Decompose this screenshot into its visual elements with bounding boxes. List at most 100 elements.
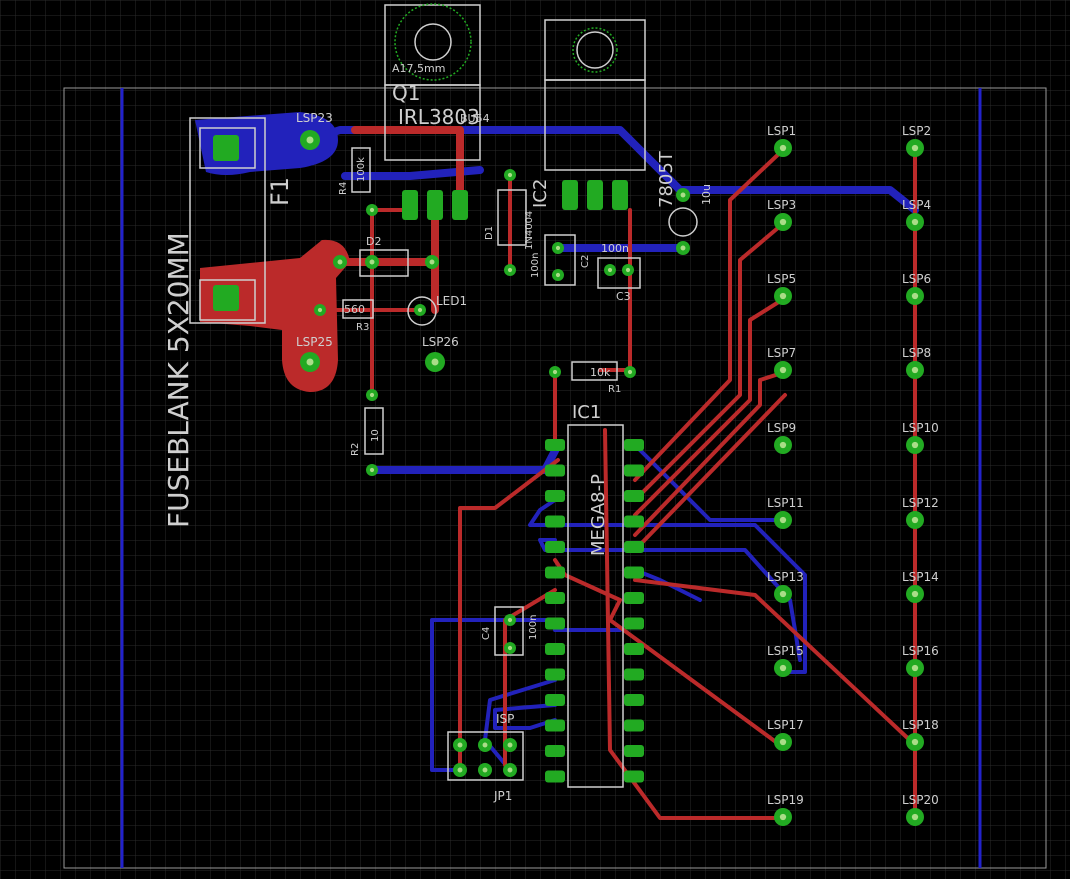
- ic1-pin-left: [545, 439, 565, 451]
- lsp-pad-right-hole: [911, 738, 919, 746]
- c3-label: C3: [616, 290, 631, 303]
- d1-value-label: 1N4004: [524, 211, 535, 250]
- ic2-value-label: 7805T: [656, 150, 677, 208]
- component-pad-hole: [607, 267, 613, 273]
- q1-hole-label: A17,5mm: [392, 62, 445, 75]
- q1-hole-ring: [394, 3, 472, 81]
- component-pad-hole: [369, 259, 375, 265]
- lsp-label-left: LSP7: [767, 346, 796, 360]
- fuse-clip-pad: [213, 135, 239, 161]
- ic1-pin-left: [545, 770, 565, 783]
- d2-label: D2: [366, 235, 381, 248]
- component-pad-hole: [555, 272, 561, 278]
- lsp-label-left: LSP5: [767, 272, 796, 286]
- lsp-label-left: LSP9: [767, 421, 796, 435]
- jp1-label: JP1: [493, 789, 512, 803]
- lsp-label-left: LSP15: [767, 644, 804, 658]
- q1-lead-pad: [402, 190, 418, 220]
- ic1-pin-right: [624, 439, 644, 451]
- q1-label: Q1: [392, 81, 420, 105]
- lsp-label-right: LSP18: [902, 718, 939, 732]
- r3-value-label: 560: [344, 303, 365, 316]
- ic1-pin-left: [545, 464, 565, 477]
- component-pad-hole: [337, 259, 343, 265]
- r4-value-label: 100k: [356, 157, 367, 182]
- lsp26-label: LSP26: [422, 335, 459, 349]
- lsp-pad-left-hole: [779, 292, 787, 300]
- component-pad-hole: [680, 192, 686, 198]
- ic1-pin-left: [545, 490, 565, 502]
- ic1-pin-right: [624, 770, 644, 783]
- component-pad-hole: [482, 742, 488, 748]
- component-pad-hole: [507, 645, 513, 651]
- lsp-label-right: LSP4: [902, 198, 931, 212]
- ic2-lead-pad: [587, 180, 603, 210]
- ic1-pin-right: [624, 464, 644, 477]
- lsp-pad-right-hole: [911, 441, 919, 449]
- c1-value-label: 10u: [700, 184, 713, 205]
- ic1-pin-right: [624, 745, 644, 757]
- top-signal-traces: [318, 146, 917, 822]
- lsp-pad-left-hole: [779, 813, 787, 821]
- q1-pin-label: BU54: [460, 112, 490, 125]
- lsp-label-left: LSP19: [767, 793, 804, 807]
- q1-value-label: IRL3803: [398, 105, 480, 129]
- component-pad-hole: [306, 358, 314, 366]
- isp-label: ISP: [496, 712, 514, 726]
- lsp-label-right: LSP10: [902, 421, 939, 435]
- component-pad-hole: [552, 369, 558, 375]
- lsp-label-right: LSP12: [902, 496, 939, 510]
- q1-lead-pad: [427, 190, 443, 220]
- silkscreen: [189, 4, 698, 788]
- r3-label: R3: [356, 322, 369, 333]
- ic1-pin-right: [624, 694, 644, 706]
- led1-label: LED1: [436, 294, 467, 308]
- lsp-pad-left-hole: [779, 218, 787, 226]
- lsp-pad-right-hole: [911, 590, 919, 598]
- component-pad-hole: [627, 369, 633, 375]
- lsp-label-right: LSP14: [902, 570, 939, 584]
- ic1-pin-left: [545, 617, 565, 630]
- ic1-pin-left: [545, 694, 565, 706]
- c2-label: C2: [580, 255, 591, 268]
- component-pad-hole: [507, 742, 513, 748]
- ic1-label: IC1: [572, 402, 601, 423]
- component-pad-hole: [555, 245, 561, 251]
- component-pad-hole: [507, 617, 513, 623]
- component-pad-hole: [507, 767, 513, 773]
- lsp-pad-right-hole: [911, 516, 919, 524]
- component-pad-hole: [431, 358, 439, 366]
- component-pad-hole: [507, 267, 513, 273]
- lsp-pad-right-hole: [911, 218, 919, 226]
- lsp-label-left: LSP13: [767, 570, 804, 584]
- lsp23-label: LSP23: [296, 111, 333, 125]
- lsp-label-left: LSP17: [767, 718, 804, 732]
- ic1-pin-left: [545, 541, 565, 553]
- ic1-pin-left: [545, 643, 565, 655]
- f1-label: F1: [266, 177, 294, 206]
- lsp-pad-left-hole: [779, 516, 787, 524]
- lsp-label-right: LSP6: [902, 272, 931, 286]
- lsp-pad-right-hole: [911, 664, 919, 672]
- lsp-label-right: LSP20: [902, 793, 939, 807]
- r2-label: R2: [350, 443, 361, 456]
- component-pad-hole: [625, 267, 631, 273]
- board-outline: [63, 87, 1047, 869]
- c2-value-label: 100n: [530, 253, 541, 278]
- lsp-pad-left-hole: [779, 144, 787, 152]
- ic1-pin-right: [624, 566, 644, 579]
- ic1-pin-left: [545, 515, 565, 528]
- ic2-lead-pad: [562, 180, 578, 210]
- ic1-pin-right: [624, 541, 644, 553]
- c4-value-label: 100n: [528, 615, 539, 640]
- component-pad-hole: [369, 467, 375, 473]
- ic1-pin-right: [624, 490, 644, 502]
- fuse-clip-pad: [213, 285, 239, 311]
- component-pad-hole: [429, 259, 435, 265]
- ic2-lead-pad: [612, 180, 628, 210]
- lsp-label-right: LSP16: [902, 644, 939, 658]
- ic1-pin-right: [624, 617, 644, 630]
- pads: [213, 130, 924, 826]
- c4-label: C4: [481, 627, 492, 640]
